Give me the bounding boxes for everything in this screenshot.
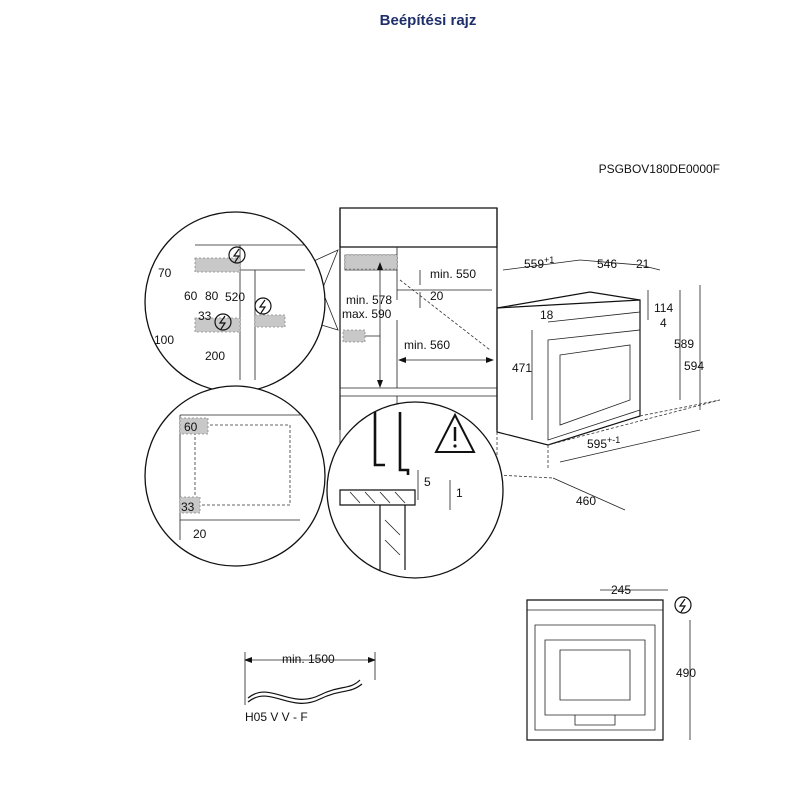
detail-circle-top-left: 70 60 80 520 33 100 200 [144, 211, 339, 393]
dim-33-tl: 33 [198, 309, 212, 323]
vent-slot-right [254, 314, 286, 328]
oven-rear-view: 245 490 [526, 583, 696, 741]
electric-plug-icon [254, 297, 272, 315]
dim-245: 245 [611, 583, 631, 597]
dim-5: 5 [424, 475, 431, 489]
dim-70: 70 [158, 266, 172, 280]
cabinet-view: min. 550 20 min. 578 max. 590 min. 560 [339, 207, 498, 460]
dim-20-bl: 20 [193, 527, 207, 541]
dim-max-590: max. 590 [342, 307, 392, 321]
dim-80: 80 [205, 289, 219, 303]
dim-546: 546 [597, 257, 617, 271]
electric-plug-icon [228, 246, 246, 264]
dim-33-bl: 33 [181, 500, 195, 514]
detail-circle-2 [144, 385, 326, 567]
dim-min-578: min. 578 [346, 293, 392, 307]
warning-triangle-icon [434, 412, 476, 453]
dim-1: 1 [456, 486, 463, 500]
dim-559: 559+1 [524, 255, 554, 271]
dim-595: 595+-1 [587, 435, 620, 451]
oven-window [559, 344, 631, 426]
dim-114: 114 [654, 301, 673, 315]
dim-471: 471 [512, 361, 532, 375]
dim-21: 21 [636, 257, 650, 271]
upper-vent-opening [344, 254, 398, 270]
cabinet-diagonal [399, 279, 491, 351]
cable-detail: min. 1500 H05 V V - F [244, 652, 376, 724]
dim-460: 460 [576, 494, 596, 508]
vent-slot-upper [194, 257, 241, 273]
dim-60-bl: 60 [184, 420, 198, 434]
oven-door [547, 329, 641, 441]
oven-outline [496, 299, 641, 446]
dim-min-550: min. 550 [430, 267, 476, 281]
cable-line [247, 679, 361, 700]
dim-200: 200 [205, 349, 225, 363]
dim-60-tl: 60 [184, 289, 198, 303]
dim-min-560: min. 560 [404, 338, 450, 352]
detail-circle-center: 5 1 [326, 401, 504, 579]
dim-20-mid: 20 [430, 289, 444, 303]
vent-slot-33 [179, 496, 201, 514]
dim-589: 589 [674, 337, 694, 351]
oven-depth-guides [547, 399, 721, 470]
detail-circle-bottom-left: 60 33 20 [144, 385, 326, 567]
oven-control-panel [547, 311, 641, 323]
dim-18: 18 [540, 308, 554, 322]
page-title: Beépítési rajz [380, 12, 477, 29]
lower-vent-opening [342, 329, 366, 343]
vent-slot-60 [179, 417, 209, 435]
cable-label: H05 V V - F [245, 710, 308, 724]
vent-slot-lower [194, 317, 241, 333]
electric-plug-icon [674, 596, 692, 614]
dim-594: 594 [684, 359, 704, 373]
dim-520: 520 [225, 290, 245, 304]
electric-plug-icon [214, 313, 232, 331]
oven-top-edge [496, 291, 641, 309]
dim-100: 100 [154, 333, 174, 347]
cabinet-shelf-section [339, 489, 416, 506]
oven-iso-view: 559+1 546 21 114 4 589 594 18 471 595+-1… [496, 255, 721, 511]
dim-490: 490 [676, 666, 696, 680]
dim-min-1500: min. 1500 [282, 652, 335, 666]
model-code: PSGBOV180DE0000F [599, 162, 720, 176]
dim-4: 4 [660, 316, 667, 330]
upper-cabinet [339, 207, 498, 248]
cabinet-shelf [339, 387, 498, 397]
rear-outline [526, 599, 664, 741]
